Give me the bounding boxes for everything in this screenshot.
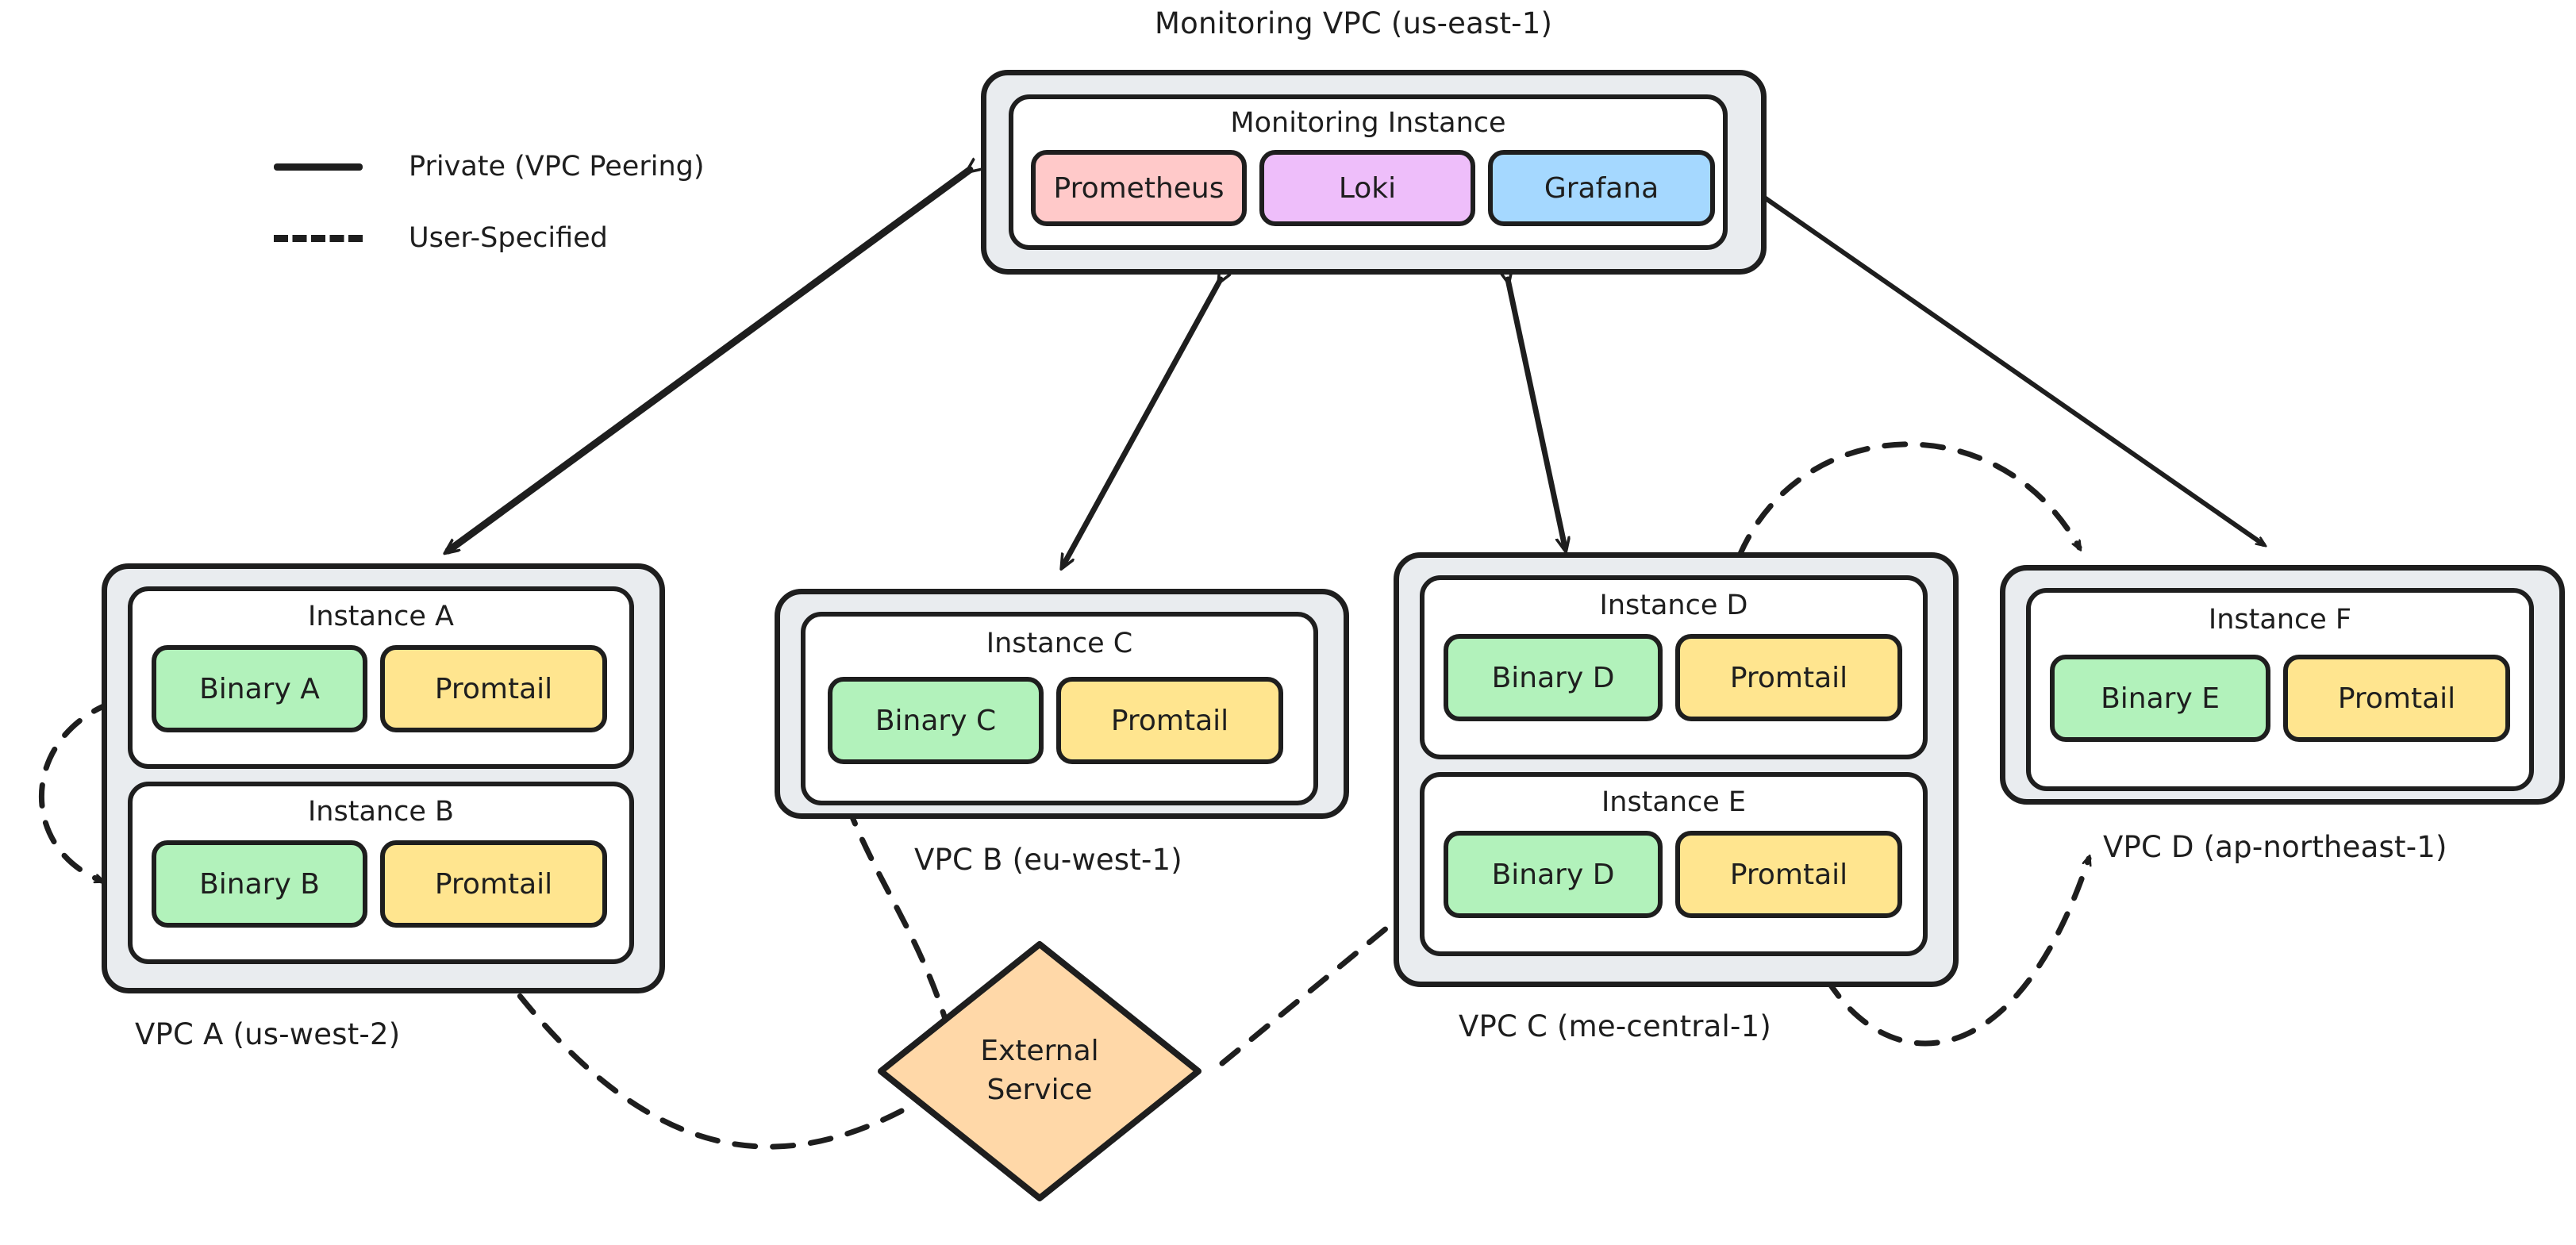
instance-e-card[interactable]: Instance E Binary D Promtail: [1420, 772, 1928, 956]
monitoring-vpc-container[interactable]: Monitoring Instance Prometheus Loki Graf…: [981, 70, 1767, 275]
connector-monitoring-to-vpc-b: [1063, 279, 1221, 565]
monitoring-vpc-label: Monitoring VPC (us-east-1): [1155, 6, 1553, 40]
monitoring-instance-card[interactable]: Monitoring Instance Prometheus Loki Graf…: [1009, 94, 1728, 250]
connector-monitoring-to-vpc-a: [448, 170, 970, 551]
component-promtail-a[interactable]: Promtail: [380, 645, 607, 732]
legend-label-user-specified: User-Specified: [409, 222, 608, 254]
instance-f-label: Instance F: [2208, 604, 2352, 636]
instance-b-card[interactable]: Instance B Binary B Promtail: [128, 782, 634, 964]
connector-monitoring-to-vpc-d: [1763, 197, 2263, 544]
instance-a-label: Instance A: [308, 601, 454, 632]
connector-monitoring-to-vpc-c: [1508, 279, 1565, 548]
component-prometheus[interactable]: Prometheus: [1031, 150, 1247, 226]
instance-c-card[interactable]: Instance C Binary C Promtail: [801, 612, 1318, 805]
connector-external-to-vpc-c: [1219, 909, 1409, 1066]
component-promtail-b[interactable]: Promtail: [380, 840, 607, 928]
component-binary-c[interactable]: Binary C: [828, 677, 1044, 764]
vpc-a-label: VPC A (us-west-2): [135, 1017, 401, 1051]
component-binary-a[interactable]: Binary A: [152, 645, 367, 732]
instance-a-card[interactable]: Instance A Binary A Promtail: [128, 586, 634, 769]
vpc-c-label: VPC C (me-central-1): [1459, 1009, 1771, 1043]
connector-vpc-c-to-vpc-d-bottom: [1827, 859, 2089, 1047]
component-binary-d[interactable]: Binary D: [1444, 634, 1663, 721]
vpc-b-label: VPC B (eu-west-1): [914, 843, 1182, 877]
monitoring-instance-label: Monitoring Instance: [1230, 107, 1506, 139]
vpc-d-container[interactable]: Instance F Binary E Promtail: [2000, 565, 2565, 805]
instance-f-card[interactable]: Instance F Binary E Promtail: [2026, 588, 2534, 791]
instance-e-label: Instance E: [1601, 786, 1747, 818]
component-promtail-f[interactable]: Promtail: [2283, 655, 2510, 742]
component-binary-b[interactable]: Binary B: [152, 840, 367, 928]
component-binary-d-in-instance-e[interactable]: Binary D: [1444, 831, 1663, 918]
component-loki[interactable]: Loki: [1259, 150, 1475, 226]
legend-solid-line-icon: [274, 163, 363, 171]
instance-d-card[interactable]: Instance D Binary D Promtail: [1420, 575, 1928, 759]
connector-external-to-vpc-b: [846, 809, 952, 1035]
external-service-node[interactable]: External Service: [873, 936, 1206, 1206]
component-promtail-d[interactable]: Promtail: [1675, 634, 1902, 721]
vpc-b-container[interactable]: Instance C Binary C Promtail: [775, 589, 1349, 819]
component-promtail-c[interactable]: Promtail: [1056, 677, 1283, 764]
legend-dashed-line-icon: [274, 234, 363, 242]
legend-item-user-specified: User-Specified: [274, 222, 608, 254]
component-grafana[interactable]: Grafana: [1488, 150, 1715, 226]
connector-instance-a-to-instance-b: [39, 702, 113, 884]
instance-b-label: Instance B: [307, 796, 454, 828]
connector-vpc-c-to-vpc-d-top: [1740, 441, 2082, 555]
component-binary-e[interactable]: Binary E: [2050, 655, 2270, 742]
instance-d-label: Instance D: [1599, 590, 1748, 621]
instance-c-label: Instance C: [986, 628, 1133, 659]
external-service-shape: [878, 941, 1201, 1201]
vpc-a-container[interactable]: Instance A Binary A Promtail Instance B …: [102, 563, 665, 993]
legend-item-private: Private (VPC Peering): [274, 151, 705, 183]
vpc-c-container[interactable]: Instance D Binary D Promtail Instance E …: [1394, 552, 1959, 987]
vpc-d-label: VPC D (ap-northeast-1): [2103, 830, 2447, 864]
connector-external-to-vpc-a: [508, 981, 905, 1150]
legend-label-private: Private (VPC Peering): [409, 151, 705, 183]
component-promtail-e[interactable]: Promtail: [1675, 831, 1902, 918]
